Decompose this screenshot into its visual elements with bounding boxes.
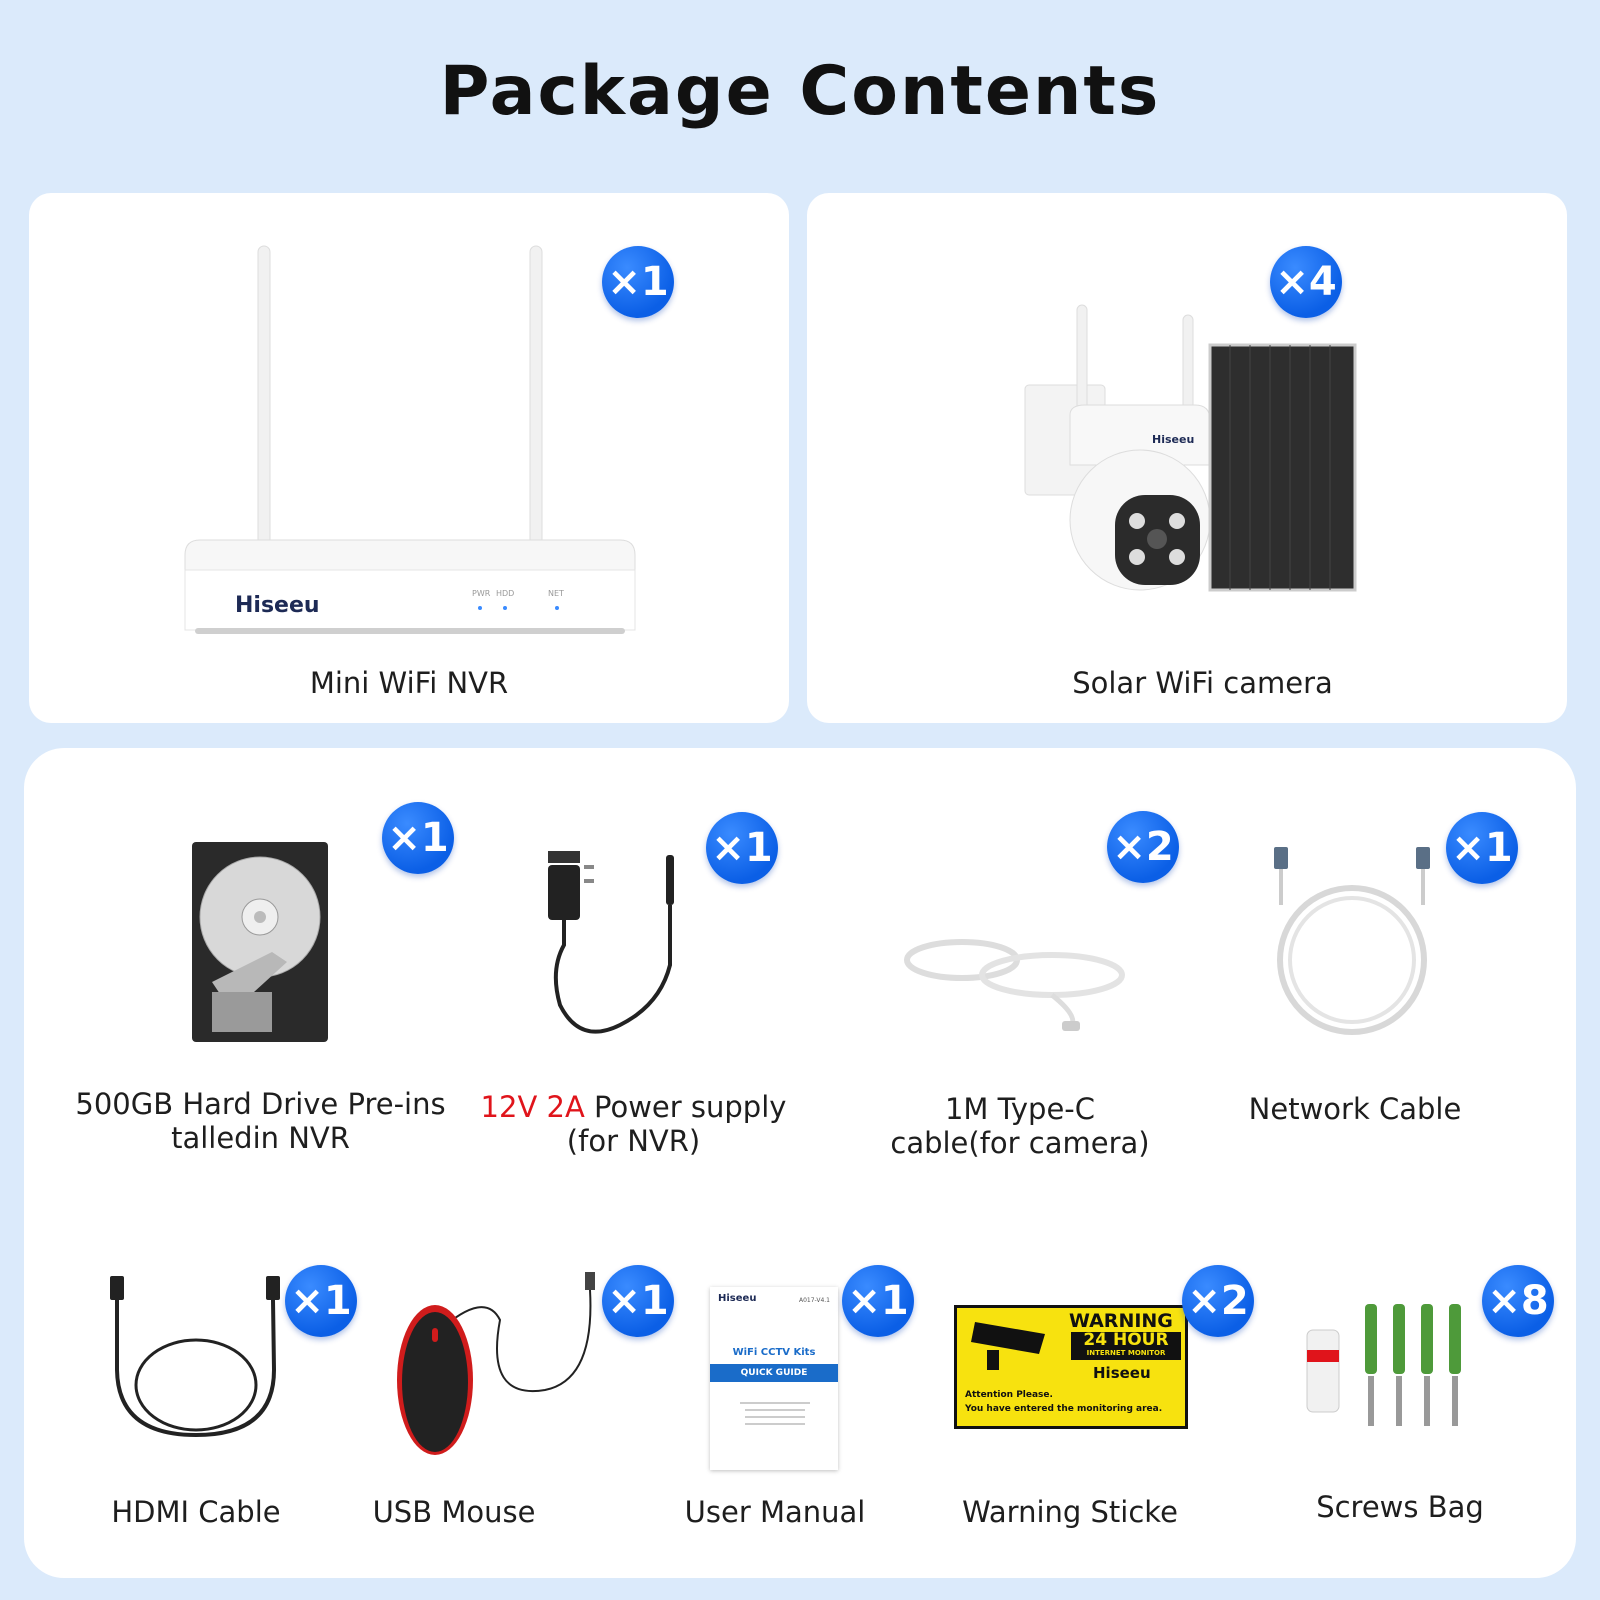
qty-badge: ×1: [602, 1265, 674, 1337]
sticker-attention: Attention Please.: [965, 1390, 1053, 1400]
network-cable-icon: [1274, 847, 1430, 1035]
item-label: Solar WiFi camera: [1072, 666, 1333, 700]
sticker-24hour: 24 HOUR: [1083, 1330, 1169, 1350]
sticker-brand: Hiseeu: [1093, 1364, 1151, 1382]
qty-badge: ×1: [842, 1265, 914, 1337]
qty-badge: ×2: [1107, 811, 1179, 883]
item-label: Warning Sticke: [962, 1495, 1178, 1529]
usb-c-cable-icon: [904, 939, 1125, 1031]
page-title: Package Contents: [439, 52, 1161, 131]
item-label: 1M Type-C cable(for camera): [860, 1092, 1180, 1160]
item-label: 500GB Hard Drive Pre-ins talledin NVR: [48, 1087, 473, 1155]
power-adapter-icon: [548, 851, 674, 1034]
nvr-led-pwr: PWR: [472, 589, 491, 598]
qty-badge: ×4: [1270, 246, 1342, 318]
item-label: 12V 2A Power supply (for NVR): [466, 1090, 801, 1158]
item-label: Mini WiFi NVR: [309, 666, 509, 700]
sticker-warning: WARNING: [1069, 1310, 1173, 1332]
nvr-brand: Hiseeu: [235, 593, 320, 618]
item-label: User Manual: [684, 1495, 866, 1529]
qty-badge: ×1: [706, 812, 778, 884]
mouse-icon: [397, 1272, 595, 1455]
manual-code: A017-V4.1: [798, 1297, 830, 1304]
label-line2: (for NVR): [566, 1124, 701, 1158]
nvr-led-hdd: HDD: [496, 589, 514, 598]
item-label: Network Cable: [1248, 1092, 1462, 1126]
sticker-monitor: INTERNET MONITOR: [1086, 1349, 1166, 1357]
screws-icon: [1306, 1304, 1461, 1426]
qty-badge: ×1: [285, 1265, 357, 1337]
item-label: HDMI Cable: [111, 1495, 281, 1529]
label-line1: 1M Type-C: [944, 1092, 1095, 1126]
label-red: 12V 2A: [480, 1090, 585, 1124]
manual-brand: Hiseeu: [718, 1293, 757, 1304]
camera-silhouette-icon: [971, 1322, 1045, 1370]
label-line1: 500GB Hard Drive Pre-ins: [75, 1087, 446, 1121]
nvr-icon: Hiseeu PWR HDD NET: [184, 245, 636, 634]
hdmi-cable-icon: [110, 1276, 280, 1438]
camera-brand: Hiseeu: [1152, 433, 1194, 446]
item-label: USB Mouse: [372, 1495, 536, 1529]
hard-drive-icon: [192, 842, 328, 1042]
manual-icon: Hiseeu A017-V4.1 WiFi CCTV Kits QUICK GU…: [710, 1287, 838, 1470]
manual-title: WiFi CCTV Kits: [732, 1347, 816, 1358]
label-line2: cable(for camera): [890, 1126, 1150, 1160]
qty-badge: ×2: [1182, 1265, 1254, 1337]
qty-badge: ×1: [382, 802, 454, 874]
item-label: Screws Bag: [1316, 1490, 1484, 1524]
qty-badge: ×1: [1446, 812, 1518, 884]
nvr-led-net: NET: [548, 589, 564, 598]
label-rest: Power supply: [584, 1090, 787, 1124]
warning-sticker-icon: WARNING 24 HOUR INTERNET MONITOR Hiseeu …: [954, 1305, 1188, 1429]
qty-badge: ×1: [602, 246, 674, 318]
manual-guide: QUICK GUIDE: [710, 1364, 838, 1382]
solar-camera-icon: Hiseeu: [1024, 304, 1357, 592]
sticker-text: You have entered the monitoring area.: [965, 1404, 1163, 1414]
label-line2: talledin NVR: [171, 1121, 350, 1155]
qty-badge: ×8: [1482, 1265, 1554, 1337]
